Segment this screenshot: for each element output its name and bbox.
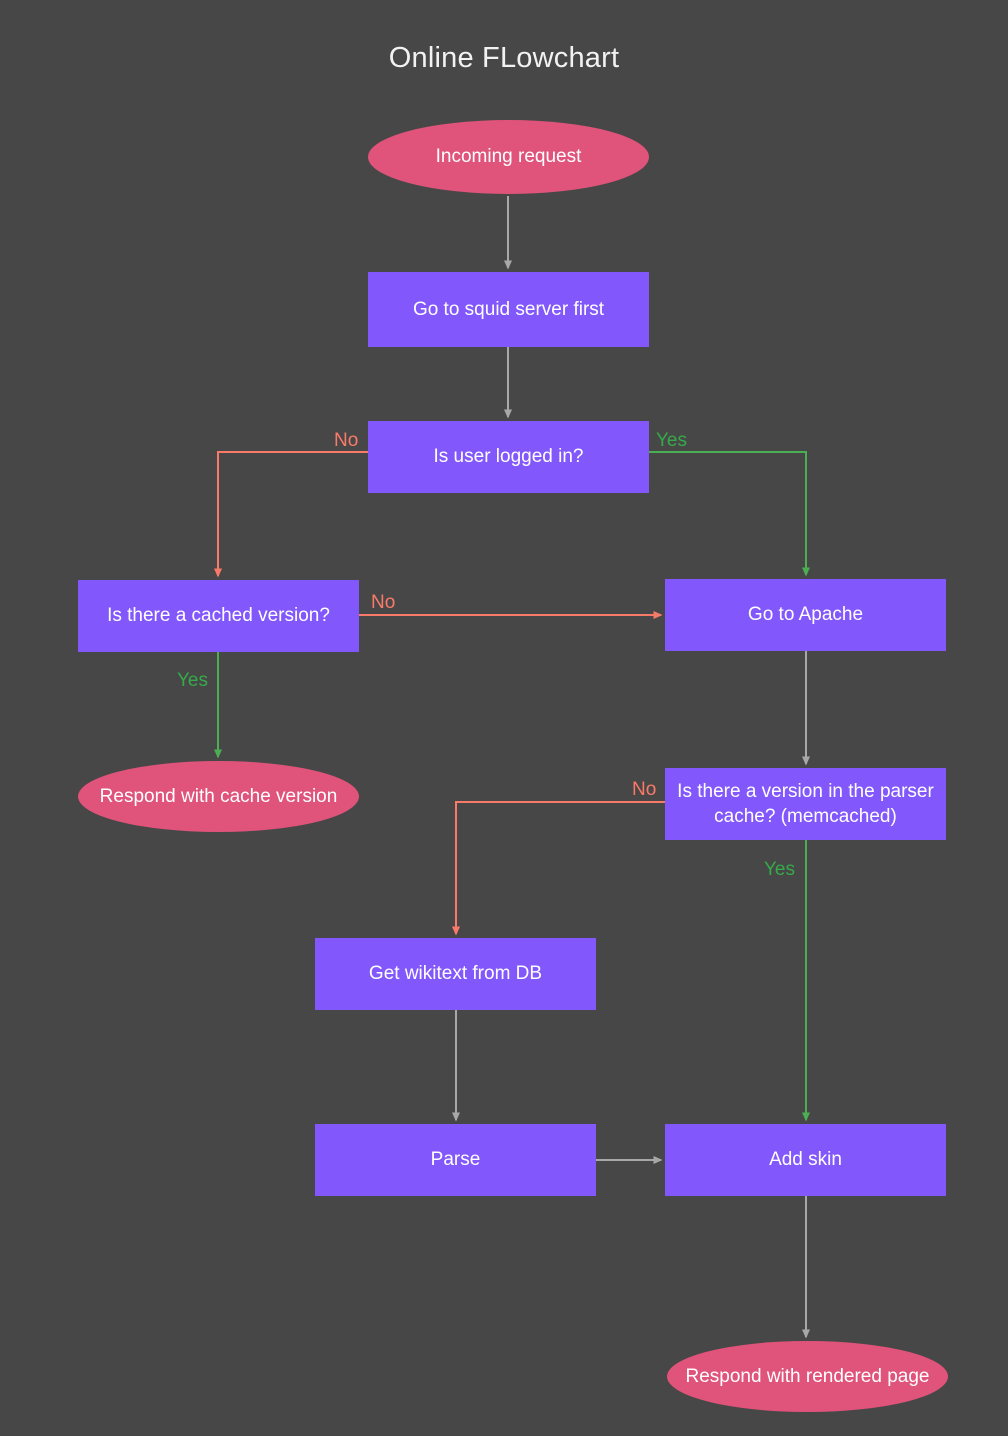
edge-label-cached-yes: Yes bbox=[177, 670, 208, 691]
node-go-to-squid-server-first[interactable]: Go to squid server first bbox=[368, 272, 649, 347]
node-label: Go to squid server first bbox=[412, 298, 605, 320]
edge-label-login-no: No bbox=[334, 430, 359, 451]
edge-label-cached-no: No bbox=[371, 592, 396, 613]
node-label: Respond with cache version bbox=[99, 785, 338, 807]
edge-label-parsercache-no: No bbox=[632, 779, 657, 800]
node-label: Parse bbox=[430, 1149, 481, 1171]
node-respond-with-cache-version[interactable]: Respond with cache version bbox=[78, 761, 359, 832]
node-add-skin[interactable]: Add skin bbox=[665, 1124, 946, 1196]
node-is-there-a-version-in-parser-cache[interactable]: Is there a version in the parser cache? … bbox=[665, 768, 946, 840]
edge-label-parsercache-yes: Yes bbox=[764, 859, 795, 880]
node-label: Is user logged in? bbox=[433, 446, 584, 468]
node-label: Incoming request bbox=[435, 146, 582, 168]
node-label: Is there a cached version? bbox=[107, 605, 330, 627]
node-incoming-request[interactable]: Incoming request bbox=[368, 120, 649, 194]
node-label: Is there a version in the parser cache? … bbox=[677, 780, 934, 827]
node-go-to-apache[interactable]: Go to Apache bbox=[665, 579, 946, 651]
node-respond-with-rendered-page[interactable]: Respond with rendered page bbox=[667, 1341, 948, 1412]
node-label: Go to Apache bbox=[747, 604, 864, 626]
node-parse[interactable]: Parse bbox=[315, 1124, 596, 1196]
edge-label-login-yes: Yes bbox=[656, 430, 687, 451]
node-label: Respond with rendered page bbox=[685, 1365, 930, 1387]
node-is-user-logged-in[interactable]: Is user logged in? bbox=[368, 421, 649, 493]
node-get-wikitext-from-db[interactable]: Get wikitext from DB bbox=[315, 938, 596, 1010]
node-is-there-a-cached-version[interactable]: Is there a cached version? bbox=[78, 580, 359, 652]
node-label: Add skin bbox=[769, 1149, 842, 1171]
page-title: Online FLowchart bbox=[388, 42, 620, 74]
node-label: Get wikitext from DB bbox=[368, 963, 543, 985]
